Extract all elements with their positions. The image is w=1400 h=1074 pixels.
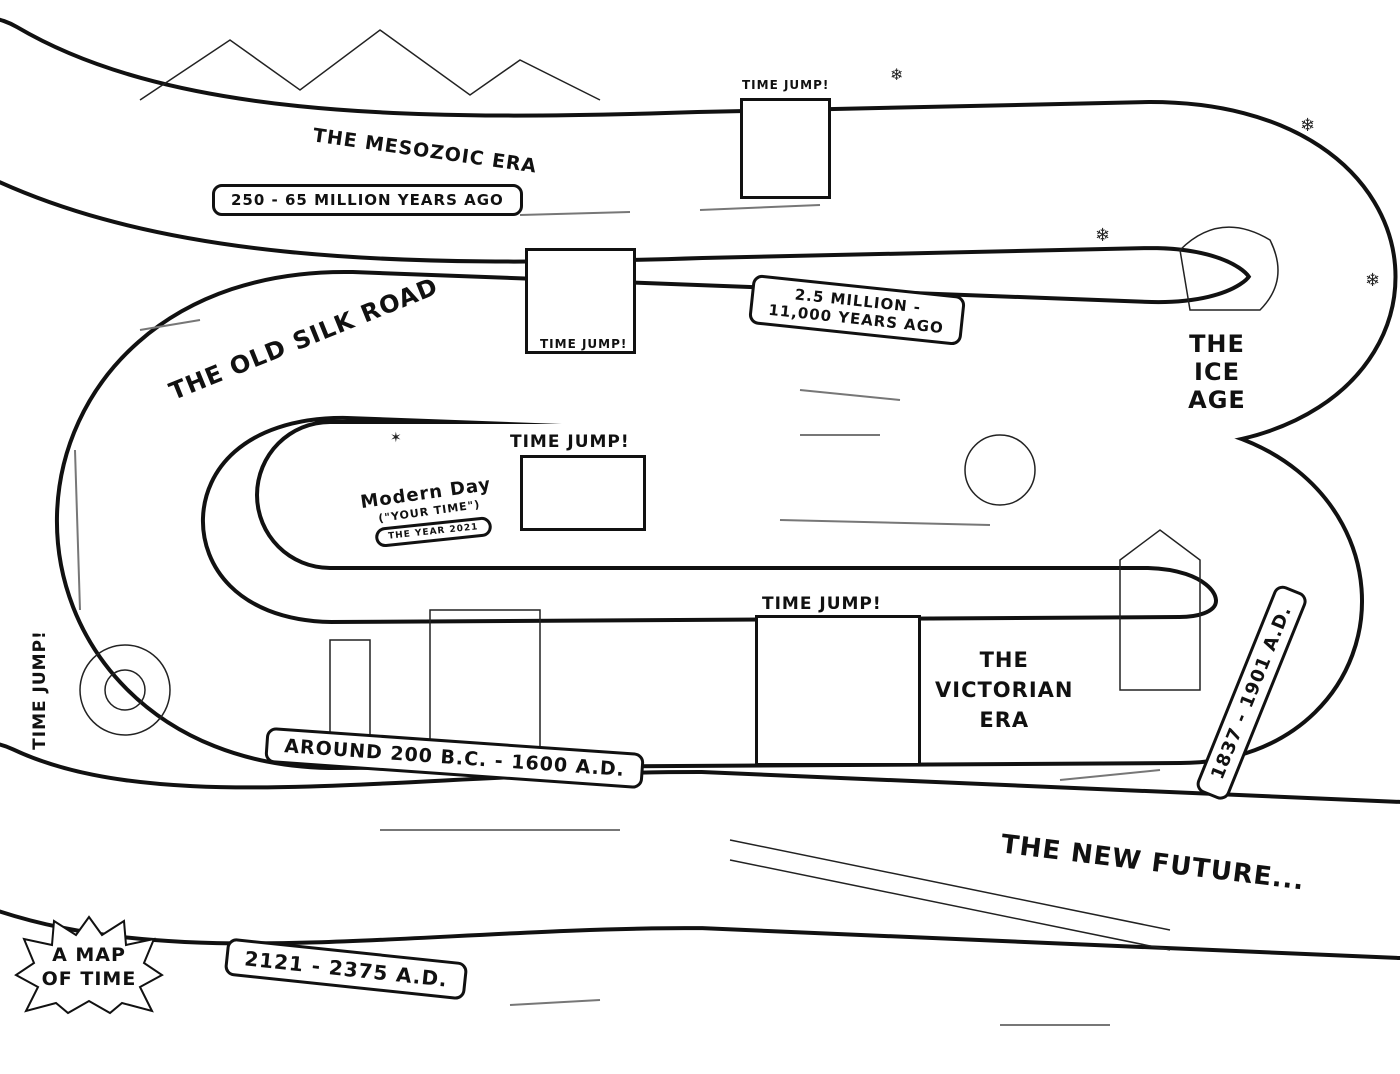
time-portal-1 [740, 98, 831, 199]
victorian-line3: ERA [979, 708, 1030, 732]
map-of-time-logo: A MAP OF TIME [14, 915, 164, 1015]
time-jump-label-5: TIME JUMP! [29, 630, 50, 750]
time-jump-label-1: TIME JUMP! [742, 78, 830, 92]
star-icon: ✶ [390, 430, 402, 446]
time-portal-3 [520, 455, 646, 531]
snowflake-icon: ❄ [890, 65, 904, 84]
map-title: A MAP OF TIME [41, 944, 137, 990]
era-title-victorian: THE VICTORIAN ERA [935, 645, 1073, 735]
time-portal-2 [525, 248, 636, 354]
time-jump-label-2: TIME JUMP! [540, 337, 628, 351]
starburst-badge-icon [14, 915, 164, 1015]
time-jump-label-4: TIME JUMP! [762, 594, 882, 614]
snowflake-icon: ❄ [1095, 225, 1111, 246]
era-dates-mesozoic: 250 - 65 MILLION YEARS AGO [212, 184, 523, 216]
victorian-line2: VICTORIAN [935, 678, 1074, 702]
snowflake-icon: ❄ [1300, 115, 1316, 136]
snowflake-icon: ❄ [1365, 270, 1381, 291]
time-portal-4 [755, 615, 921, 766]
victorian-line1: THE [979, 648, 1029, 672]
era-title-ice-age: THE ICE AGE [1188, 330, 1246, 414]
direction-arrows [74, 204, 1161, 1026]
time-jump-label-3: TIME JUMP! [510, 432, 630, 452]
